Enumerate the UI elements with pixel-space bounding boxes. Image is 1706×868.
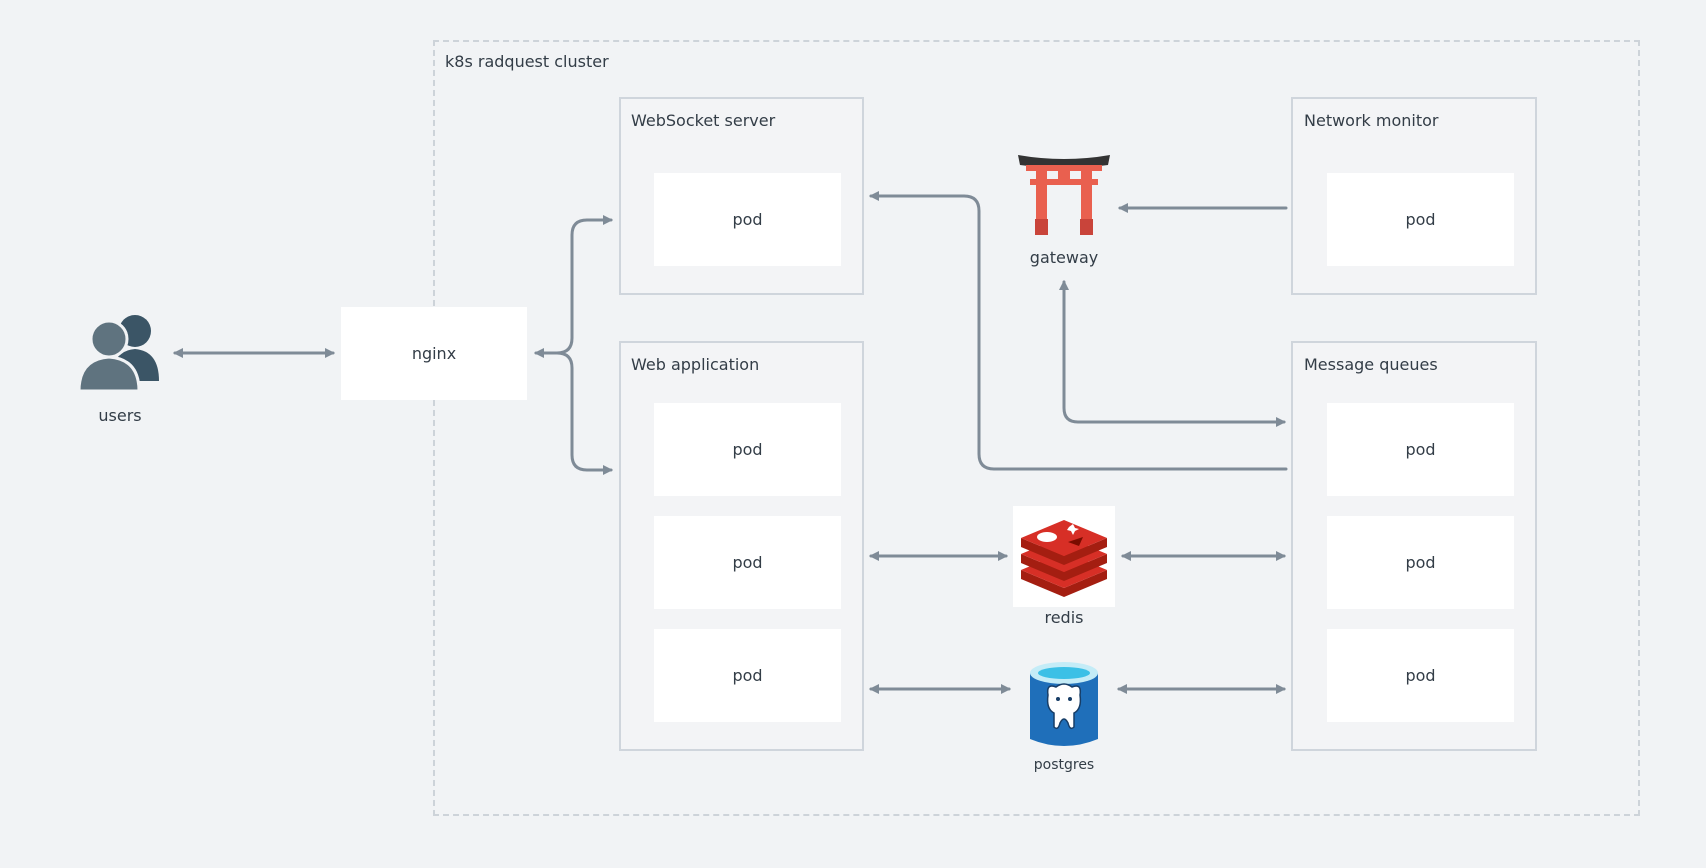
gateway-node[interactable]: gateway	[1013, 150, 1115, 270]
edge-mq-websocket	[869, 191, 1288, 471]
edge-nginx-webapp	[555, 351, 613, 475]
webapp-pod-1[interactable]: pod	[654, 403, 841, 496]
redis-icon	[1013, 506, 1115, 611]
mq-pod-3[interactable]: pod	[1327, 629, 1514, 722]
users-label: users	[98, 406, 142, 425]
webapp-pod-3[interactable]: pod	[654, 629, 841, 722]
redis-node[interactable]: redis	[1013, 506, 1115, 630]
group-title-mq: Message queues	[1304, 355, 1438, 374]
postgres-database-icon	[1030, 661, 1098, 755]
cluster-title: k8s radquest cluster	[445, 52, 609, 71]
netmon-pod[interactable]: pod	[1327, 173, 1514, 266]
k8s-cluster-boundary	[433, 40, 1640, 816]
users-node[interactable]: users	[70, 307, 170, 427]
group-title-websocket: WebSocket server	[631, 111, 776, 130]
postgres-label: postgres	[1033, 757, 1095, 773]
nginx-node[interactable]: nginx	[341, 307, 527, 400]
postgres-node[interactable]: postgres	[1013, 659, 1115, 777]
mq-pod-1[interactable]: pod	[1327, 403, 1514, 496]
mq-pod-2[interactable]: pod	[1327, 516, 1514, 609]
torii-gate-icon	[1018, 153, 1110, 243]
group-title-webapp: Web application	[631, 355, 760, 374]
users-icon	[73, 309, 167, 397]
gateway-label: gateway	[1029, 248, 1099, 267]
webapp-pod-2[interactable]: pod	[654, 516, 841, 609]
edge-nginx-websocket	[534, 215, 613, 358]
edge-mq-gateway	[1059, 280, 1286, 427]
redis-label: redis	[1044, 608, 1084, 627]
websocket-pod[interactable]: pod	[654, 173, 841, 266]
group-title-netmon: Network monitor	[1304, 111, 1439, 130]
